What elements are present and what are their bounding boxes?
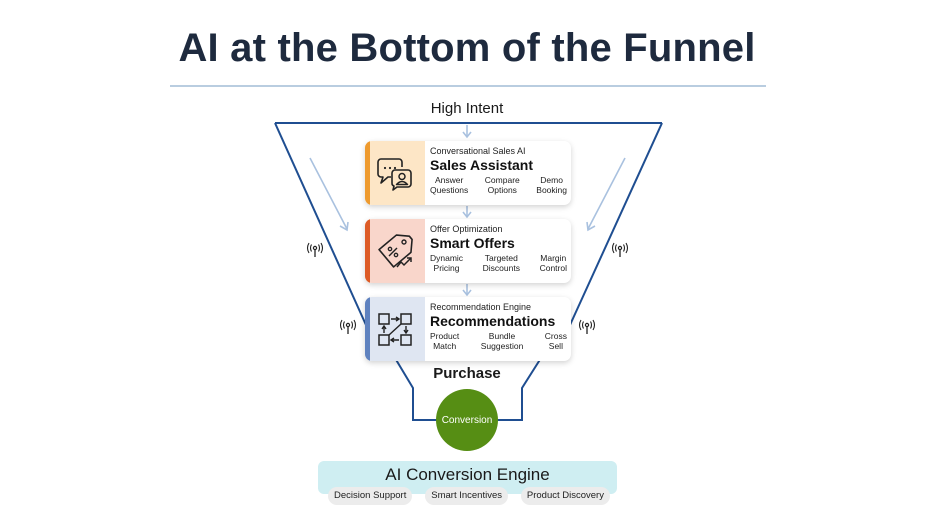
- card-accent-bar: [365, 141, 370, 205]
- card-feature: Dynamic Pricing: [430, 253, 464, 273]
- flow-arrow-top: [462, 125, 472, 139]
- stage-label-high-intent: High Intent: [430, 100, 504, 117]
- page-title: AI at the Bottom of the Funnel: [178, 26, 756, 70]
- card-feature: Answer Questions: [430, 175, 469, 195]
- card-kicker: Offer Optimization: [430, 224, 503, 234]
- card-feature: Bundle Suggestion: [480, 331, 524, 351]
- funnel-right-edge: [569, 122, 663, 326]
- card-accent-bar: [365, 219, 370, 283]
- card-recommendations[interactable]: Recommendation Engine Recommendations Pr…: [365, 297, 571, 361]
- stage-label-purchase: Purchase: [433, 365, 501, 382]
- card-icon-panel: [365, 297, 425, 361]
- card-sales-assistant[interactable]: Conversational Sales AI Sales Assistant …: [365, 141, 571, 205]
- conversion-node: Conversion: [436, 389, 498, 451]
- capability-pill: Decision Support: [328, 487, 413, 505]
- price-tag-icon: [378, 234, 413, 268]
- card-feature: Margin Control: [539, 253, 567, 273]
- card-feature: Cross Sell: [544, 331, 567, 351]
- card-title: Smart Offers: [430, 235, 515, 251]
- flow-network-icon: [378, 313, 412, 346]
- signal-icon: [578, 319, 596, 334]
- card-title: Sales Assistant: [430, 157, 533, 173]
- capability-pill: Smart Incentives: [425, 487, 508, 505]
- engine-capabilities: Decision Support Smart Incentives Produc…: [328, 487, 610, 505]
- flow-arrow-2-3: [462, 284, 472, 297]
- funnel-neck-left: [394, 357, 437, 421]
- card-kicker: Recommendation Engine: [430, 302, 532, 312]
- funnel-neck-right: [497, 357, 542, 421]
- card-title: Recommendations: [430, 313, 556, 329]
- flow-arrow-left-diagonal: [309, 157, 349, 232]
- card-smart-offers[interactable]: Offer Optimization Smart Offers Dynamic …: [365, 219, 571, 283]
- card-feature: Demo Booking: [536, 175, 567, 195]
- card-accent-bar: [365, 297, 370, 361]
- engine-title: AI Conversion Engine: [385, 465, 550, 484]
- title-divider: [170, 85, 766, 87]
- funnel-left-edge: [274, 122, 367, 326]
- card-icon-panel: [365, 219, 425, 283]
- chat-user-icon: [377, 158, 412, 191]
- signal-icon: [306, 242, 324, 257]
- capability-pill: Product Discovery: [520, 487, 610, 505]
- conversion-label: Conversion: [441, 414, 493, 426]
- flow-arrow-right-diagonal: [586, 157, 626, 232]
- card-kicker: Conversational Sales AI: [430, 146, 526, 156]
- card-feature: Targeted Discounts: [482, 253, 520, 273]
- flow-arrow-1-2: [462, 206, 472, 219]
- signal-icon: [339, 319, 357, 334]
- card-icon-panel: [365, 141, 425, 205]
- signal-icon: [611, 242, 629, 257]
- card-feature: Compare Options: [484, 175, 520, 195]
- card-feature: Product Match: [430, 331, 460, 351]
